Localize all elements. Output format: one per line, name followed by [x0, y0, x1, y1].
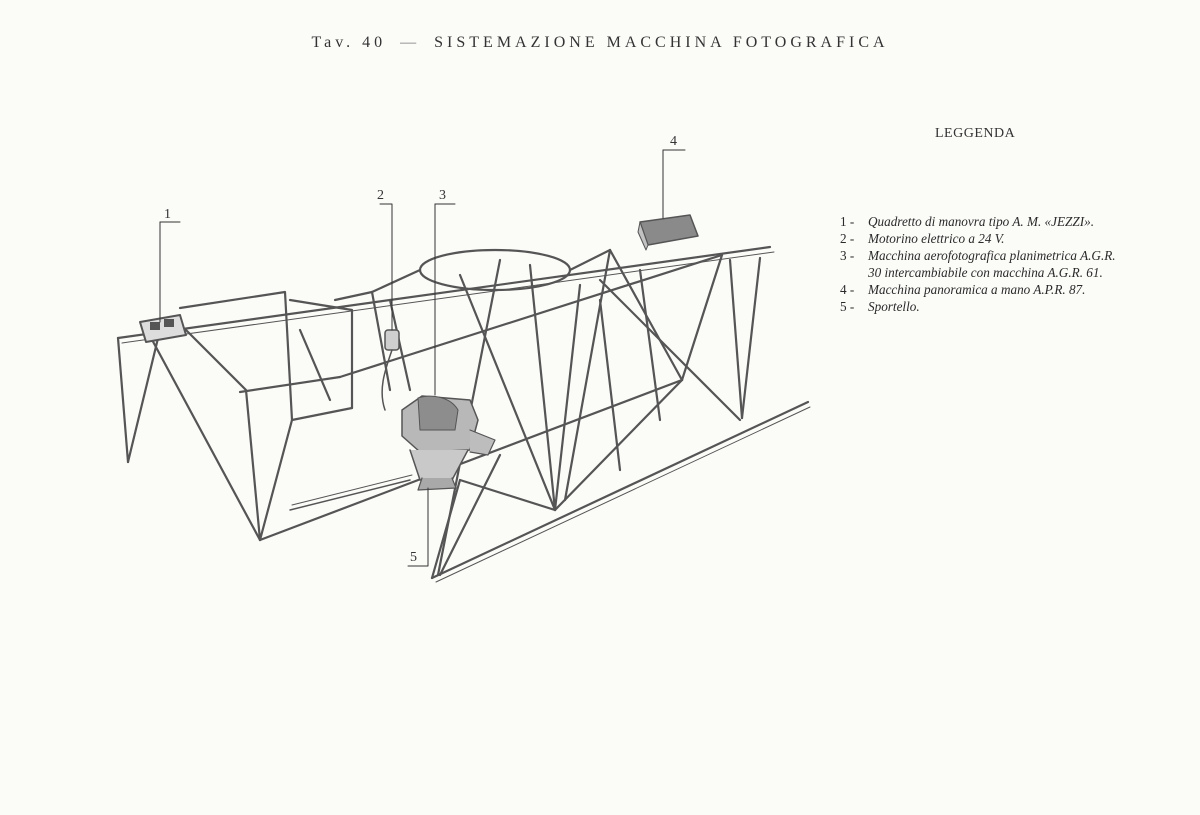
legend-item: 2 - Motorino elettrico a 24 V.	[840, 230, 1120, 247]
electric-motor-illustration	[381, 329, 400, 411]
legend-heading: LEGGENDA	[935, 126, 1016, 141]
legend-item-text: Sportello.	[868, 299, 920, 314]
legend-item-text: Quadretto di manovra tipo A. M. «JEZZI».	[868, 214, 1095, 229]
legend-item-number: 3 -	[840, 248, 855, 263]
title-separator: —	[400, 34, 421, 51]
callout-2: 2	[377, 188, 384, 203]
legend-item-number: 1 -	[840, 214, 855, 229]
fuselage-truss	[116, 245, 811, 583]
legend-item: 3 - Macchina aerofotografica planimetrica…	[840, 247, 1120, 281]
legend-item-number: 2 -	[840, 231, 855, 246]
control-panel-illustration	[139, 314, 187, 343]
panoramic-camera-illustration	[637, 214, 699, 251]
legend-list: 1 - Quadretto di manovra tipo A. M. «JEZZ…	[840, 213, 1120, 315]
table-label: Tav. 40	[311, 34, 387, 51]
legend-item-text: Motorino elettrico a 24 V.	[868, 231, 1005, 246]
callout-1: 1	[164, 207, 171, 222]
legend-item: 4 - Macchina panoramica a mano A.P.R. 87.	[840, 281, 1120, 298]
callout-4: 4	[670, 134, 677, 149]
callout-leaders	[159, 149, 686, 567]
callout-3: 3	[439, 188, 446, 203]
callout-5: 5	[410, 550, 417, 565]
legend-item-text: Macchina aerofotografica planimetrica A.…	[868, 248, 1116, 280]
legend-item-number: 4 -	[840, 282, 855, 297]
aerial-camera-illustration	[401, 395, 496, 491]
legend-item-text: Macchina panoramica a mano A.P.R. 87.	[868, 282, 1086, 297]
title-text: SISTEMAZIONE MACCHINA FOTOGRAFICA	[434, 34, 889, 51]
legend-item: 5 - Sportello.	[840, 298, 1120, 315]
legend-item-number: 5 -	[840, 299, 855, 314]
legend-item: 1 - Quadretto di manovra tipo A. M. «JEZZ…	[840, 213, 1120, 230]
page-title: Tav. 40 — SISTEMAZIONE MACCHINA FOTOGRAFIC…	[0, 34, 1200, 52]
